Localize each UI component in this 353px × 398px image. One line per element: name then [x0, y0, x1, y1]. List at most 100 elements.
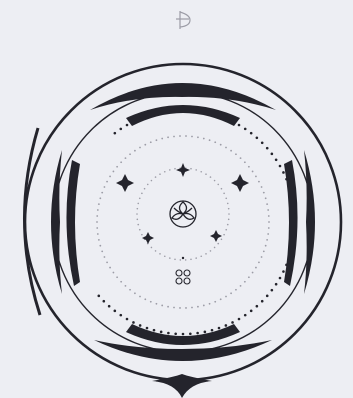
ring-dot	[252, 171, 254, 173]
ring-dot	[288, 257, 291, 260]
ring-dot	[174, 332, 177, 335]
ring-dot	[159, 253, 161, 255]
ring-dot	[173, 136, 175, 138]
ring-dot	[250, 310, 253, 313]
star-node-icon	[142, 232, 154, 244]
ring-dot	[227, 203, 229, 205]
ring-dot	[164, 171, 166, 173]
ring-dot	[139, 197, 141, 199]
ring-dot	[244, 314, 247, 317]
ring-dot	[228, 219, 230, 221]
ring-dot	[191, 307, 193, 309]
ring-dot	[155, 250, 157, 252]
ring-dot	[125, 285, 127, 287]
ring-dot	[218, 115, 221, 118]
ring-dot	[266, 203, 268, 205]
ring-dot	[144, 298, 146, 300]
ring-dot	[134, 292, 136, 294]
ring-dot	[204, 111, 207, 114]
ring-dot	[238, 318, 241, 321]
ring-dot	[258, 181, 260, 183]
ring-dot	[97, 233, 99, 235]
flower-node-icon	[176, 270, 190, 284]
ring-dot	[103, 300, 106, 303]
crescent-ring-path	[53, 92, 313, 352]
ring-dot	[227, 224, 229, 226]
ring-dot	[200, 171, 202, 173]
ring-dot	[97, 295, 100, 298]
ring-dot	[255, 267, 257, 269]
ring-dot	[282, 270, 285, 273]
ring-dot	[261, 300, 264, 303]
ring-dot	[225, 229, 227, 231]
ring-dot	[164, 255, 166, 257]
ring-dot	[279, 277, 282, 280]
ring-dot	[101, 192, 103, 194]
ring-dot	[144, 144, 146, 146]
ring-dot	[266, 147, 269, 150]
ring-dot	[169, 169, 171, 171]
ring-dot	[144, 188, 146, 190]
ring-dot	[174, 259, 176, 261]
ring-dot	[116, 166, 118, 168]
ring-dot	[197, 306, 199, 308]
ring-dot	[96, 227, 98, 229]
ring-dot	[268, 227, 270, 229]
ring-dot	[205, 173, 207, 175]
north-marker-icon	[176, 11, 190, 29]
ring-dot	[293, 235, 296, 238]
ring-dot	[265, 245, 267, 247]
ring-dot	[275, 158, 278, 161]
ring-dot	[113, 272, 115, 274]
ring-dot	[109, 267, 111, 269]
ring-dot	[292, 199, 295, 202]
ring-dot	[266, 295, 269, 298]
ring-dot	[220, 298, 222, 300]
star-node-icon	[116, 174, 134, 192]
ring-dot	[129, 289, 131, 291]
ring-dot	[263, 251, 265, 253]
ring-dot	[285, 264, 288, 267]
ring-dot	[191, 136, 193, 138]
ring-dot	[225, 117, 228, 120]
ring-dot	[120, 161, 122, 163]
ring-dot	[156, 303, 158, 305]
ring-dot	[214, 301, 216, 303]
ring-dot	[137, 203, 139, 205]
ring-dot	[139, 229, 141, 231]
ring-dot	[195, 257, 197, 259]
ring-dot	[197, 136, 199, 138]
ring-dot	[218, 327, 221, 330]
ring-dot	[214, 180, 216, 182]
ring-dot	[153, 113, 156, 116]
ring-dot	[225, 147, 227, 149]
ring-dot	[223, 234, 225, 236]
ring-dot	[173, 307, 175, 309]
ring-dot	[141, 193, 143, 195]
dotted-ring-outer	[97, 109, 296, 336]
ring-dot	[97, 209, 99, 211]
ring-dot	[231, 120, 234, 123]
ring-dot	[268, 215, 270, 217]
ring-dot	[210, 250, 212, 252]
ring-dot	[160, 111, 163, 114]
ring-dot	[161, 138, 163, 140]
ring-dot	[261, 142, 264, 145]
ring-dot	[228, 208, 230, 210]
ring-dot	[174, 168, 176, 170]
ring-dot	[167, 136, 169, 138]
ring-dot	[225, 296, 227, 298]
ring-dot	[293, 213, 296, 216]
ring-dot	[217, 184, 219, 186]
ring-dot	[294, 221, 297, 224]
star-node-icon	[231, 174, 249, 192]
ring-dot	[230, 292, 232, 294]
ring-dot	[256, 305, 259, 308]
ring-dot	[114, 310, 117, 313]
ring-dot	[167, 306, 169, 308]
middle-arc-left	[66, 160, 80, 286]
ring-dot	[292, 243, 295, 246]
ring-dot	[139, 324, 142, 327]
ring-dot	[132, 321, 135, 324]
ring-dot	[155, 176, 157, 178]
